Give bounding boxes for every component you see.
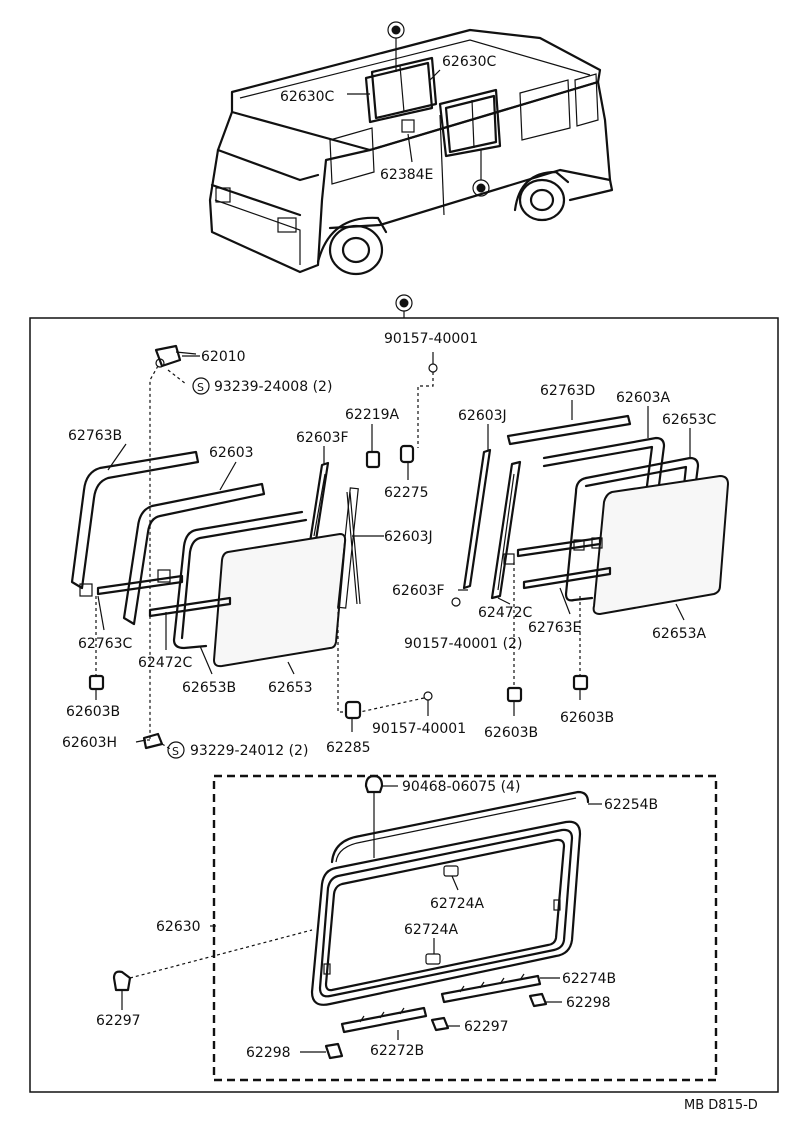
label-62653B: 62653B [182,680,236,696]
sunroof-subassembly-box [212,774,718,1082]
label-62724A-lower: 62724A [404,922,459,938]
label-62630: 62630 [156,919,201,935]
label-62603J-top: 62603J [458,408,507,424]
label-62724A-upper: 62724A [430,896,485,912]
label-62603H: 62603H [62,735,117,751]
label-62472C-left: 62472C [138,655,193,671]
label-62298-left: 62298 [246,1045,291,1061]
label-62603B-left: 62603B [66,704,120,720]
label-62472C-right: 62472C [478,605,533,621]
document-code: MB D815-D [684,1098,758,1113]
label-62630C-left: 62630C [280,89,335,105]
label-62254B: 62254B [604,797,658,813]
label-62653C: 62653C [662,412,717,428]
label-93229-24012: 93229-24012 (2) [190,743,308,759]
label-62653: 62653 [268,680,313,696]
label-62763C: 62763C [78,636,133,652]
leader-dashed [129,929,313,979]
sunroof-assembly [310,774,590,1060]
label-62603J-mid: 62603J [384,529,433,545]
label-90157-40001-low: 90157-40001 [372,721,466,737]
screw-symbol-lower: S [167,741,185,759]
part-labels: 62630C 62630C 62384E 90157-40001 62010 9… [62,54,758,1113]
label-62272B: 62272B [370,1043,424,1059]
label-62603B-center: 62603B [484,725,538,741]
label-62630C-right: 62630C [442,54,497,70]
label-62603F-left: 62603F [296,430,349,446]
label-62219A: 62219A [345,407,400,423]
label-90468-06075: 90468-06075 (4) [402,779,520,795]
label-62603A: 62603A [616,390,671,406]
label-62274B: 62274B [562,971,616,987]
label-62285: 62285 [326,740,371,756]
van-illustration [208,21,614,276]
svg-text:S: S [197,381,204,394]
label-93239-24008: 93239-24008 (2) [214,379,332,395]
screw-symbol-upper: S [192,377,210,395]
label-90157-40001-mid: 90157-40001 (2) [404,636,522,652]
label-62603B-right: 62603B [560,710,614,726]
label-62297-right: 62297 [464,1019,509,1035]
label-62603F-right: 62603F [392,583,445,599]
label-62763E: 62763E [528,620,581,636]
label-62298-right: 62298 [566,995,611,1011]
part-62297-clip [112,970,132,992]
label-62653A: 62653A [652,626,707,642]
label-90157-40001-top: 90157-40001 [384,331,478,347]
label-62297-left: 62297 [96,1013,141,1029]
label-62010: 62010 [201,349,246,365]
main-frame [29,317,779,1093]
label-62384E: 62384E [380,167,433,183]
label-62763D: 62763D [540,383,595,399]
leader-lines [95,355,691,1053]
left-window-assembly [70,344,438,751]
label-62763B: 62763B [68,428,122,444]
label-62275: 62275 [384,485,429,501]
svg-text:S: S [172,745,179,758]
label-62603: 62603 [209,445,254,461]
right-window-assembly [451,414,730,703]
